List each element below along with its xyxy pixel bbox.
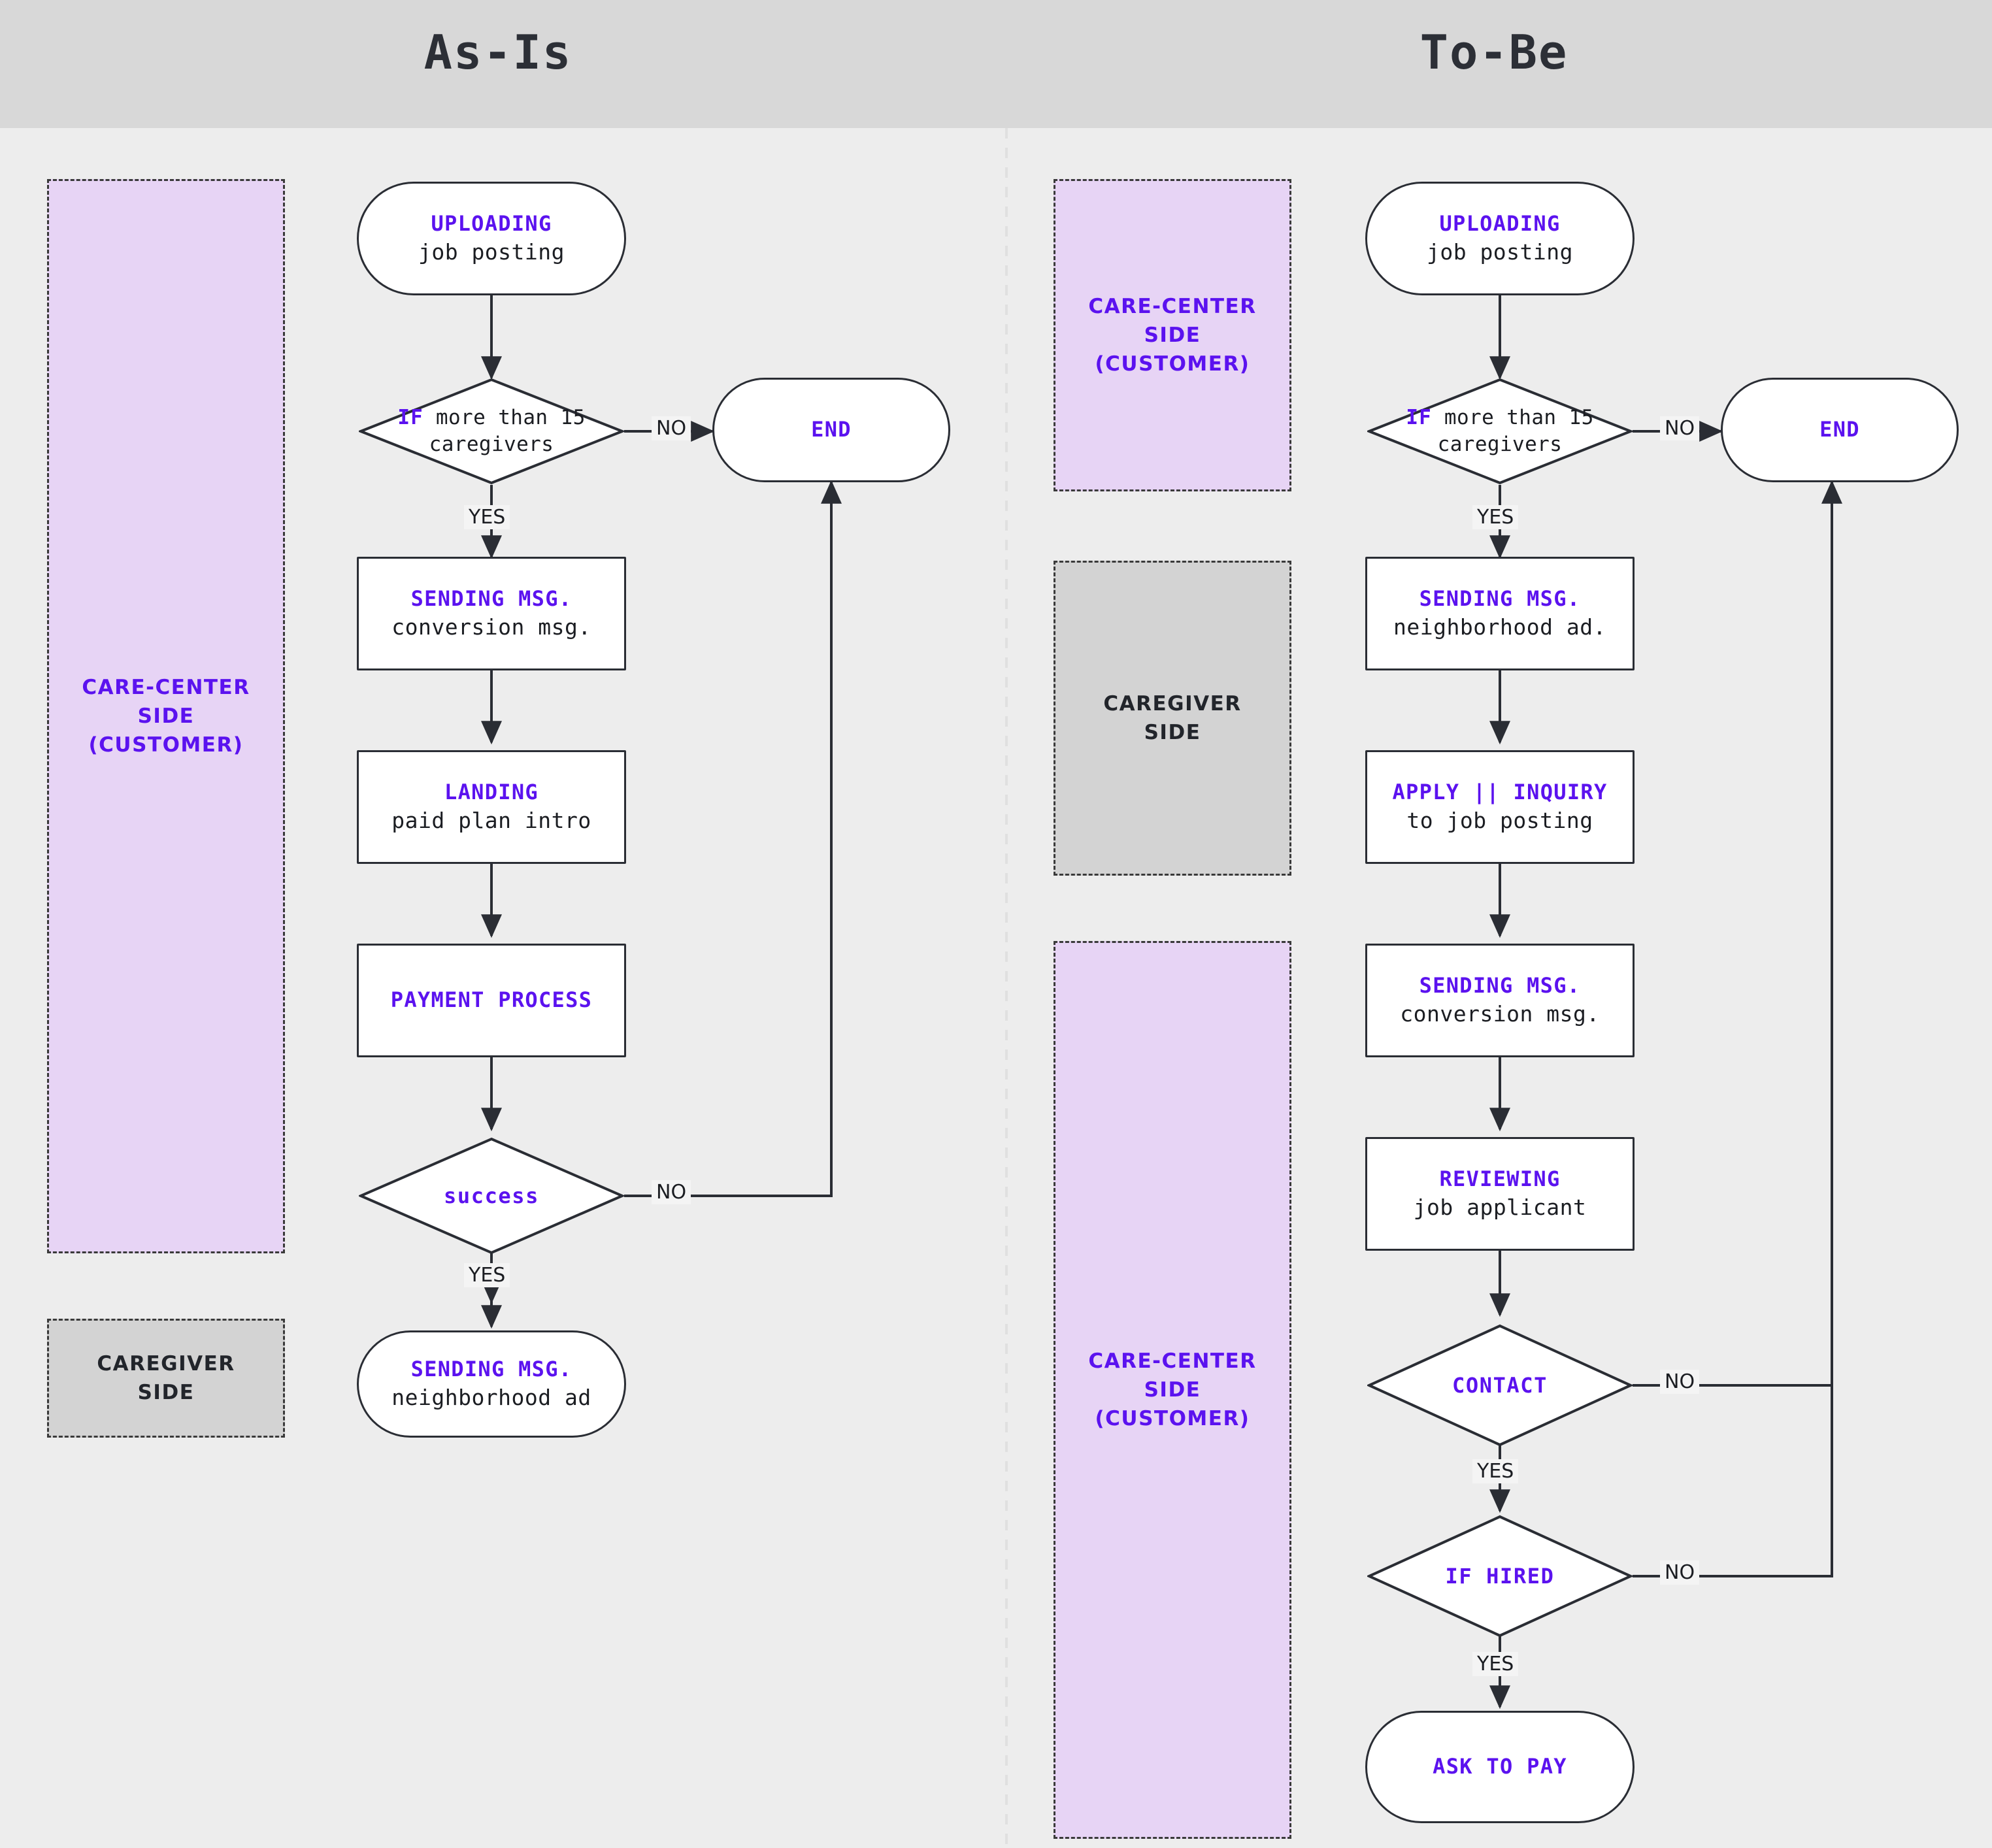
node-keyword: SENDING MSG.: [1419, 586, 1581, 612]
node-to-be-end[interactable]: END: [1721, 378, 1959, 482]
node-subtext: job posting: [1426, 239, 1574, 265]
node-as-is-if-15-caregivers[interactable]: IF more than 15 caregivers: [359, 378, 624, 485]
edge-label-as-is-success-no: NO: [652, 1180, 691, 1204]
node-keyword: LANDING: [444, 780, 539, 805]
node-subtext: paid plan intro: [391, 808, 591, 834]
lane-to-be-caregiver: CAREGIVER SIDE: [1054, 561, 1291, 876]
node-subtext-line2: caregivers: [429, 433, 554, 456]
node-keyword: APPLY || INQUIRY: [1392, 780, 1608, 805]
node-label: CONTACT: [1452, 1372, 1548, 1400]
node-label: IF HIRED: [1446, 1562, 1555, 1591]
node-keyword: PAYMENT PROCESS: [390, 987, 593, 1013]
edge-label-to-be-if-hired-no: NO: [1660, 1560, 1700, 1585]
edge-label-to-be-if-hired-yes: YES: [1472, 1652, 1519, 1676]
lane-as-is-care-center: CARE-CENTER SIDE (CUSTOMER): [47, 179, 285, 1253]
node-subtext: conversion msg.: [391, 614, 591, 640]
node-label: success: [444, 1182, 539, 1210]
node-keyword: success: [443, 1183, 540, 1208]
column-title-as-is: As-Is: [423, 25, 573, 80]
node-label: IF more than 15 caregivers: [397, 404, 585, 458]
node-keyword: SENDING MSG.: [410, 586, 573, 612]
node-subtext: job applicant: [1413, 1195, 1587, 1221]
node-to-be-if-hired[interactable]: IF HIRED: [1367, 1515, 1633, 1638]
node-subtext-line2: caregivers: [1437, 433, 1563, 456]
node-to-be-if-15-caregivers[interactable]: IF more than 15 caregivers: [1367, 378, 1633, 485]
node-keyword: IF HIRED: [1445, 1563, 1555, 1589]
node-keyword: UPLOADING: [1439, 211, 1561, 237]
node-to-be-apply-or-inquiry[interactable]: APPLY || INQUIRY to job posting: [1365, 750, 1635, 864]
edge-label-to-be-contact-yes: YES: [1472, 1459, 1519, 1483]
node-keyword: ASK TO PAY: [1433, 1754, 1567, 1779]
node-subtext: neighborhood ad: [391, 1385, 591, 1411]
node-keyword: IF: [397, 406, 423, 430]
node-as-is-landing[interactable]: LANDING paid plan intro: [357, 750, 626, 864]
column-title-to-be: To-Be: [1419, 25, 1569, 80]
node-keyword: END: [811, 417, 852, 442]
node-as-is-sending-conversion-msg[interactable]: SENDING MSG. conversion msg.: [357, 557, 626, 670]
node-to-be-sending-neighborhood-ad[interactable]: SENDING MSG. neighborhood ad.: [1365, 557, 1635, 670]
lane-label: CAREGIVER SIDE: [1103, 691, 1242, 744]
node-label: IF more than 15 caregivers: [1406, 404, 1593, 458]
node-subtext: neighborhood ad.: [1393, 614, 1606, 640]
node-as-is-payment-process[interactable]: PAYMENT PROCESS: [357, 944, 626, 1057]
lane-label: CARE-CENTER SIDE (CUSTOMER): [1088, 294, 1257, 376]
node-subtext: more than 15: [1444, 406, 1594, 430]
node-to-be-sending-conversion-msg[interactable]: SENDING MSG. conversion msg.: [1365, 944, 1635, 1057]
node-keyword: UPLOADING: [431, 211, 552, 237]
edge-label-as-is-success-yes: YES: [464, 1263, 510, 1287]
edge-label-as-is-if15-yes: YES: [464, 505, 510, 529]
node-as-is-success[interactable]: success: [359, 1137, 624, 1255]
lane-to-be-care-center-top: CARE-CENTER SIDE (CUSTOMER): [1054, 179, 1291, 491]
node-as-is-uploading[interactable]: UPLOADING job posting: [357, 182, 626, 295]
node-subtext: to job posting: [1406, 808, 1593, 834]
node-keyword: END: [1819, 417, 1860, 442]
edge-label-to-be-if15-no: NO: [1660, 416, 1700, 440]
lane-label: CARE-CENTER SIDE (CUSTOMER): [1088, 1349, 1257, 1430]
node-keyword: SENDING MSG.: [1419, 973, 1581, 998]
node-subtext: job posting: [418, 239, 565, 265]
node-to-be-contact[interactable]: CONTACT: [1367, 1324, 1633, 1447]
node-to-be-uploading[interactable]: UPLOADING job posting: [1365, 182, 1635, 295]
node-as-is-sending-neighborhood-ad[interactable]: SENDING MSG. neighborhood ad: [357, 1330, 626, 1438]
edge-label-to-be-if15-yes: YES: [1472, 505, 1519, 529]
lane-to-be-care-center-bottom: CARE-CENTER SIDE (CUSTOMER): [1054, 941, 1291, 1839]
node-subtext: conversion msg.: [1400, 1001, 1600, 1027]
node-keyword: REVIEWING: [1439, 1166, 1561, 1192]
node-to-be-ask-to-pay[interactable]: ASK TO PAY: [1365, 1711, 1635, 1823]
node-keyword: SENDING MSG.: [410, 1357, 573, 1382]
node-as-is-end[interactable]: END: [712, 378, 950, 482]
node-subtext: more than 15: [435, 406, 586, 430]
header-band: [0, 0, 1992, 128]
node-keyword: IF: [1406, 406, 1432, 430]
node-to-be-reviewing[interactable]: REVIEWING job applicant: [1365, 1137, 1635, 1251]
node-keyword: CONTACT: [1452, 1372, 1548, 1398]
lane-as-is-caregiver: CAREGIVER SIDE: [47, 1319, 285, 1438]
edge-label-as-is-if15-no: NO: [652, 416, 691, 440]
edge-label-to-be-contact-no: NO: [1660, 1370, 1700, 1394]
lane-label: CAREGIVER SIDE: [97, 1351, 235, 1404]
lane-label: CARE-CENTER SIDE (CUSTOMER): [82, 675, 250, 757]
